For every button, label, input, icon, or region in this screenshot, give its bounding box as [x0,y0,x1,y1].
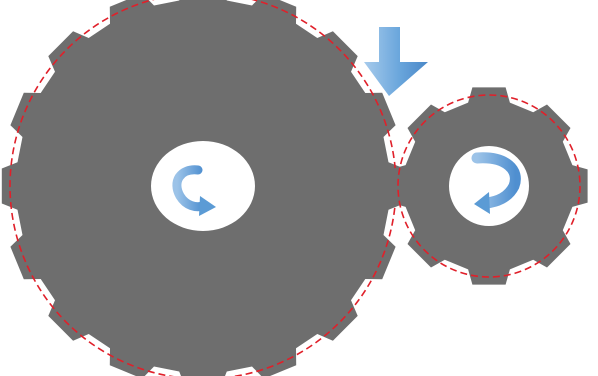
clockwise-rotation-icon [471,152,521,214]
large-gear [1,0,405,376]
small-gear-body [390,87,588,285]
small-gear [390,87,588,285]
small-gear-pitch-circle [397,94,581,278]
counterclockwise-rotation-icon [172,165,216,216]
large-gear-body [1,0,405,376]
down-arrow-icon [364,27,428,96]
